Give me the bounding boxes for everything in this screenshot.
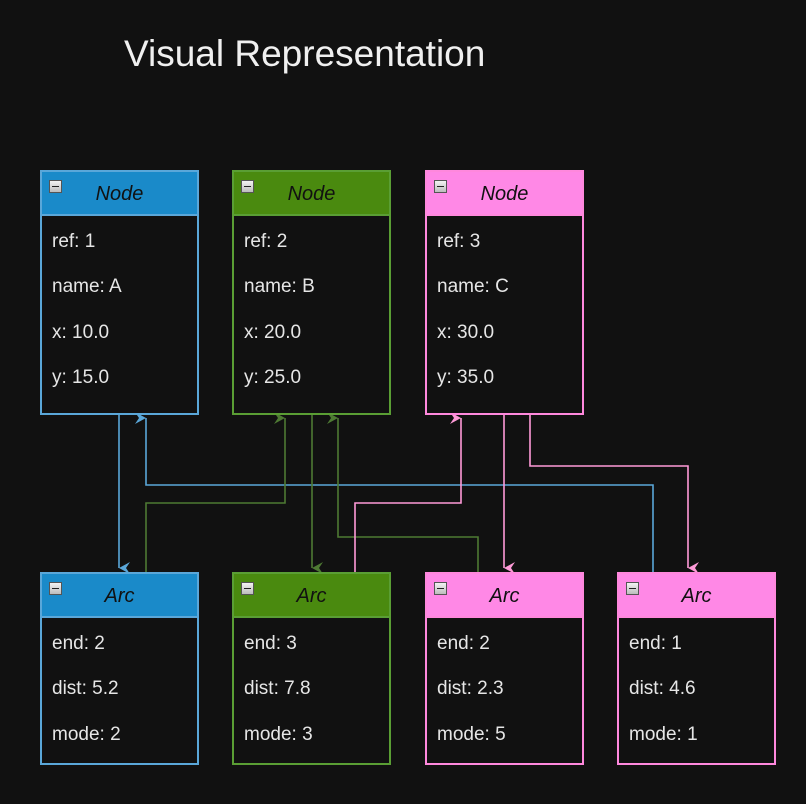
arc-header[interactable]: Arc (234, 574, 389, 618)
node-header[interactable]: Node (234, 172, 389, 216)
arc-field-mode: mode: 5 (437, 724, 506, 745)
arc-field-mode: mode: 2 (52, 724, 121, 745)
arc-field-dist: dist: 5.2 (52, 678, 119, 699)
arc-field-mode: mode: 1 (629, 724, 698, 745)
node-field-y: y: 15.0 (52, 367, 110, 388)
arc-field-dist: dist: 7.8 (244, 678, 311, 699)
node-field-y: y: 35.0 (437, 367, 495, 388)
collapse-icon[interactable] (241, 180, 254, 193)
arc-field-mode: mode: 3 (244, 724, 313, 745)
node-field-name: name: B (244, 276, 315, 297)
node-field-name: name: C (437, 276, 509, 297)
arc-header-label: Arc (104, 585, 135, 607)
arc-box-4[interactable]: Arc end: 1 dist: 4.6 mode: 1 (617, 572, 776, 765)
arc-field-end: end: 2 (52, 633, 105, 654)
node-box-C[interactable]: Node ref: 3 name: C x: 30.0 y: 35.0 (425, 170, 584, 415)
node-field-ref: ref: 2 (244, 231, 288, 252)
collapse-icon[interactable] (626, 582, 639, 595)
node-header[interactable]: Node (42, 172, 197, 216)
connector-arc3-nodeB[interactable] (327, 412, 479, 573)
arc-header[interactable]: Arc (619, 574, 774, 618)
arc-field-end: end: 1 (629, 633, 682, 654)
diagram-title: Visual Representation (124, 33, 486, 74)
node-header[interactable]: Node (427, 172, 582, 216)
node-header-label: Node (95, 183, 144, 205)
arc-field-end: end: 3 (244, 633, 297, 654)
node-field-ref: ref: 3 (437, 231, 481, 252)
arc-header-label: Arc (681, 585, 712, 607)
arc-field-dist: dist: 4.6 (629, 678, 696, 699)
collapse-icon[interactable] (49, 180, 62, 193)
arc-header-label: Arc (489, 585, 520, 607)
collapse-icon[interactable] (434, 180, 447, 193)
arc-header[interactable]: Arc (42, 574, 197, 618)
connector-arc2-nodeC[interactable] (354, 412, 462, 573)
arc-header-label: Arc (296, 585, 327, 607)
node-field-ref: ref: 1 (52, 231, 96, 252)
connector-arc4-nodeA[interactable] (135, 412, 654, 573)
collapse-icon[interactable] (434, 582, 447, 595)
node-field-x: x: 10.0 (52, 322, 110, 343)
node-field-name: name: A (52, 276, 122, 297)
collapse-icon[interactable] (49, 582, 62, 595)
arc-field-end: end: 2 (437, 633, 490, 654)
arc-box-3[interactable]: Arc end: 2 dist: 2.3 mode: 5 (425, 572, 584, 765)
node-header-label: Node (480, 183, 529, 205)
node-field-x: x: 20.0 (244, 322, 302, 343)
node-box-B[interactable]: Node ref: 2 name: B x: 20.0 y: 25.0 (232, 170, 391, 415)
node-field-y: y: 25.0 (244, 367, 302, 388)
collapse-icon[interactable] (241, 582, 254, 595)
arc-box-1[interactable]: Arc end: 2 dist: 5.2 mode: 2 (40, 572, 199, 765)
connector-nodeC-arc4[interactable] (529, 414, 699, 574)
node-field-x: x: 30.0 (437, 322, 495, 343)
node-header-label: Node (287, 183, 336, 205)
arc-header[interactable]: Arc (427, 574, 582, 618)
arc-box-2[interactable]: Arc end: 3 dist: 7.8 mode: 3 (232, 572, 391, 765)
node-box-A[interactable]: Node ref: 1 name: A x: 10.0 y: 15.0 (40, 170, 199, 415)
connector-arc1-nodeB[interactable] (145, 412, 286, 573)
arc-field-dist: dist: 2.3 (437, 678, 504, 699)
